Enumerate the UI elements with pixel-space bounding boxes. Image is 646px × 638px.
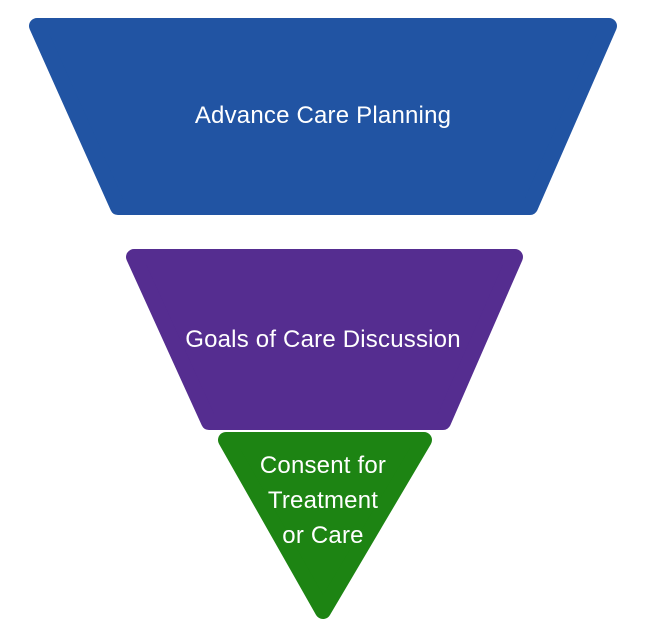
segment-shape-advance-care-planning <box>29 18 617 215</box>
segment-label-advance-care-planning: Advance Care Planning <box>194 102 452 129</box>
segment-label-line-1: Consent for <box>259 452 387 479</box>
segment-label-consent-for-treatment-or-care: Consent for Treatment or Care <box>0 448 646 553</box>
segment-label-goals-of-care-discussion: Goals of Care Discussion <box>185 326 461 353</box>
segment-label-line-3: or Care <box>282 522 364 549</box>
segment-shape-consent-for-treatment-or-care <box>218 432 432 619</box>
segment-shape-goals-of-care-discussion <box>126 249 523 430</box>
segment-label-line-2: Treatment <box>267 487 379 514</box>
